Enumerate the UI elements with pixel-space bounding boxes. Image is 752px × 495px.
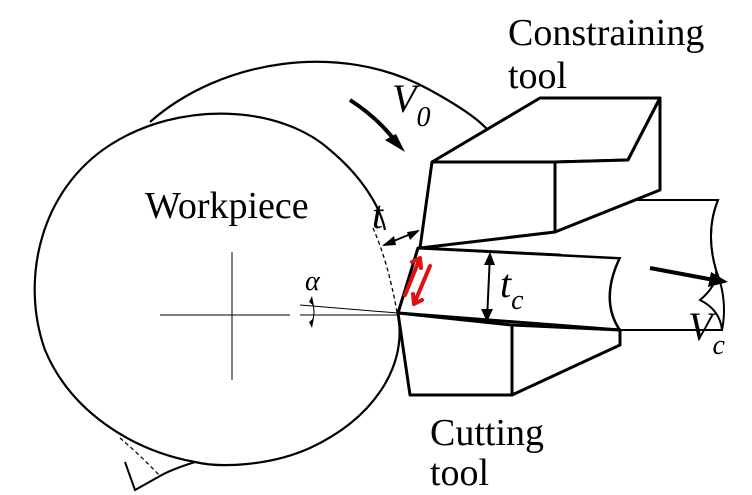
label-v0: V0	[392, 76, 430, 133]
label-tc-main: t	[500, 261, 512, 306]
chip-velocity-arrowhead-icon	[708, 272, 728, 287]
rotation-arrow-v0-icon	[348, 98, 398, 144]
alpha-rake-line	[299, 304, 399, 314]
label-vc-main: V	[688, 304, 717, 349]
constraining-tool-top	[430, 96, 662, 164]
t-arrowhead-left	[382, 236, 396, 246]
uncut-surface-dashed-arc	[372, 227, 398, 313]
tc-arrowhead-top	[484, 252, 495, 265]
label-constraining-tool: tool	[508, 55, 567, 97]
label-tc-sub: c	[511, 285, 524, 316]
label-vc-sub: c	[712, 330, 725, 361]
shear-arrow-up-icon	[403, 256, 423, 297]
constraining-tool-side	[553, 96, 662, 234]
alpha-arrow-top	[309, 296, 314, 306]
alpha-arrow-bottom	[309, 318, 314, 328]
label-alpha: α	[305, 266, 321, 297]
cutting-tool-side	[510, 323, 622, 397]
workpiece-bottom-dashed	[119, 437, 161, 477]
chip-velocity-line	[649, 266, 715, 282]
label-tc: tc	[500, 261, 524, 316]
workpiece-front-face	[33, 112, 401, 467]
t-arrowhead-right	[407, 230, 420, 240]
workpiece-back-rim	[149, 60, 507, 161]
label-t: t	[372, 192, 384, 237]
label-cutting: Cutting	[430, 412, 544, 454]
constraining-tool-front	[418, 160, 557, 250]
shear-arrow-down-icon	[411, 264, 432, 306]
label-v0-main: V	[392, 76, 421, 121]
label-constraining: Constraining	[508, 12, 704, 54]
label-workpiece: Workpiece	[145, 185, 309, 227]
chip-right-wavy-edge	[709, 199, 725, 331]
label-vc: Vc	[688, 304, 725, 361]
label-cutting-tool: tool	[430, 452, 489, 494]
workpiece-bottom-flap	[124, 461, 196, 492]
rotation-arrowhead-v0	[385, 134, 405, 152]
cutting-tool-front	[396, 311, 514, 397]
label-v0-sub: 0	[416, 102, 430, 133]
tc-arrowhead-bottom	[481, 309, 493, 322]
